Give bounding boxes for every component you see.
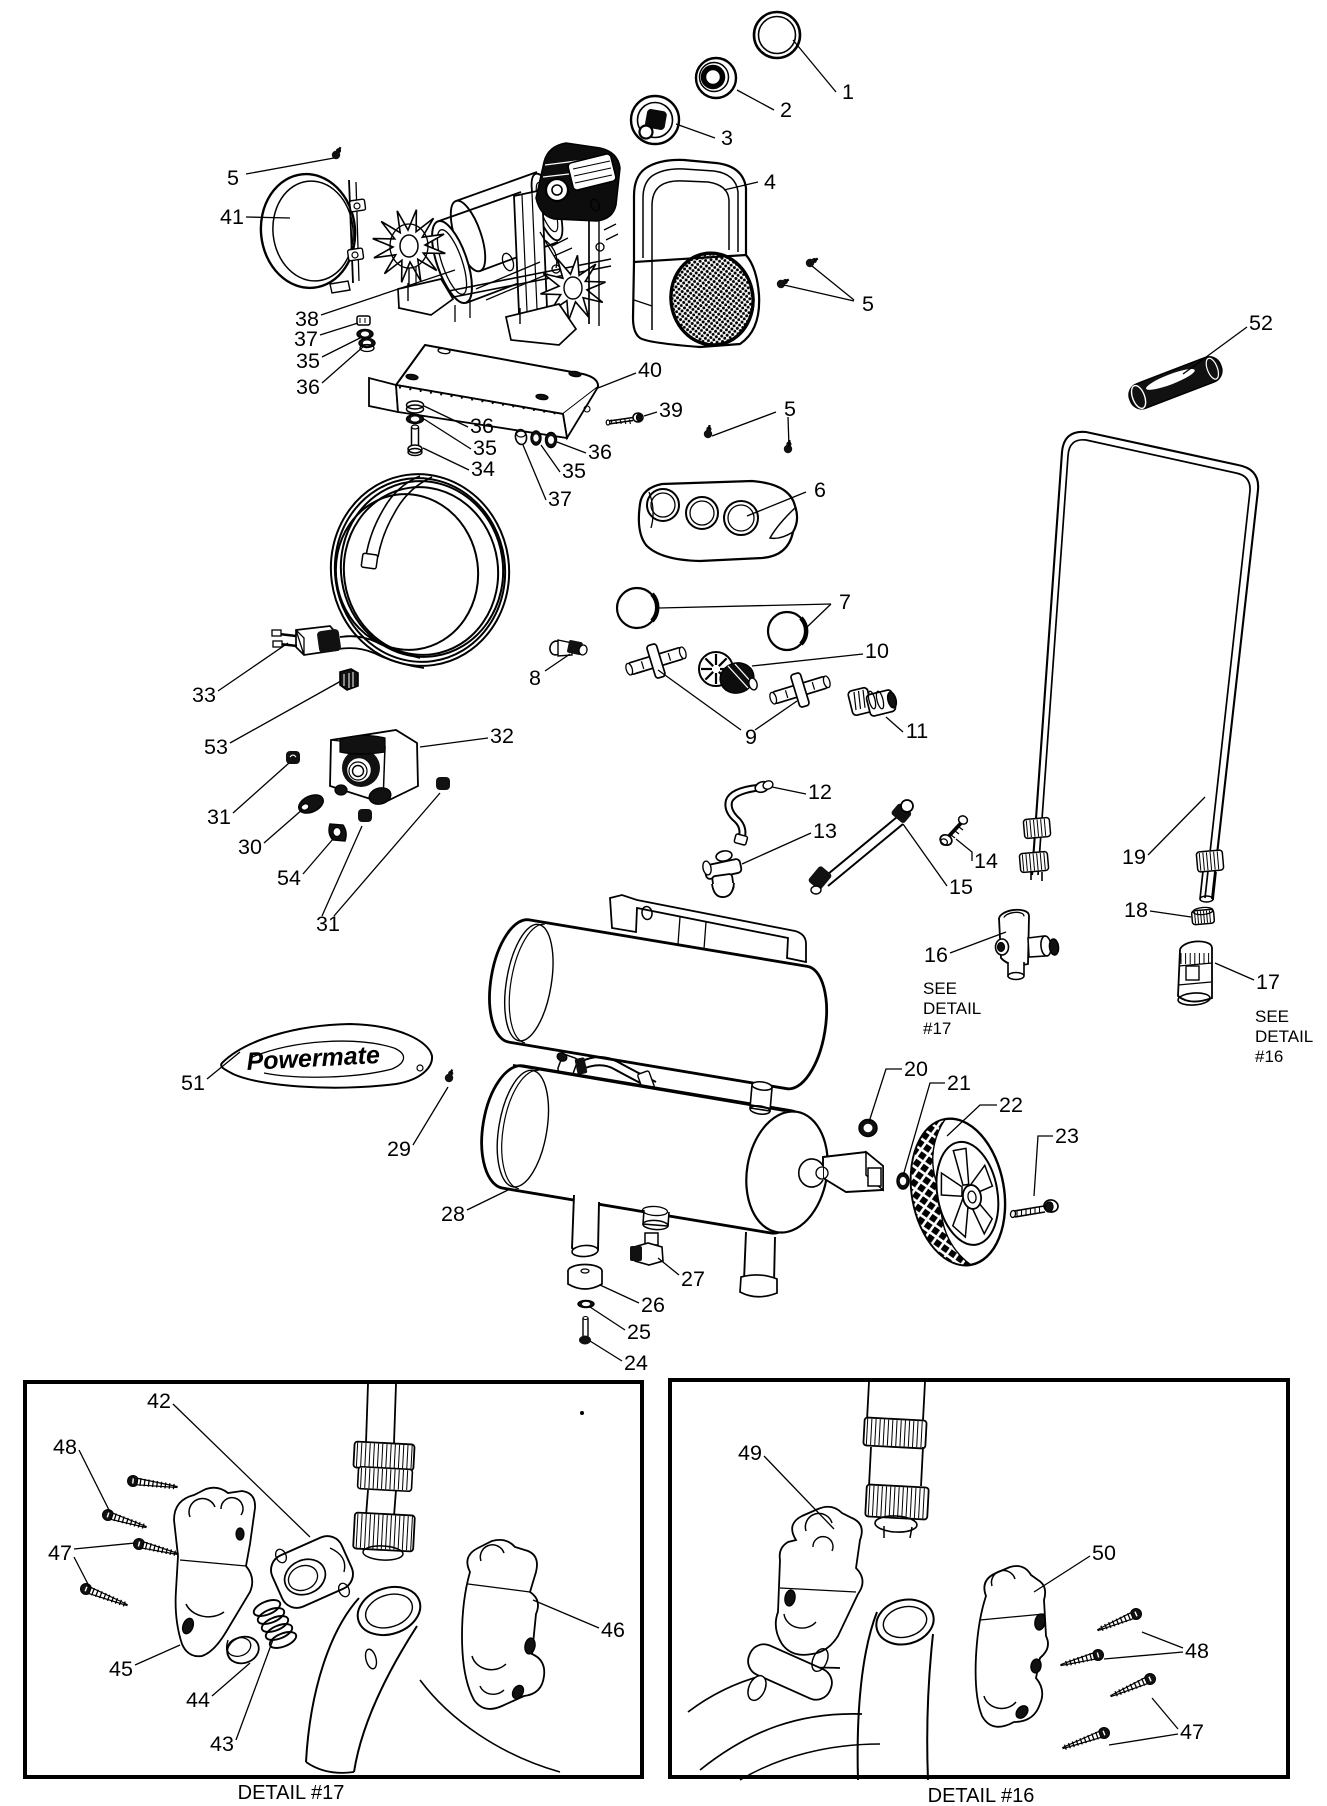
svg-text:SEE: SEE (923, 979, 957, 998)
svg-text:32: 32 (490, 724, 514, 748)
svg-text:37: 37 (548, 487, 572, 511)
svg-text:19: 19 (1122, 845, 1146, 869)
svg-text:DETAIL #17: DETAIL #17 (238, 1782, 345, 1804)
svg-text:50: 50 (1092, 1541, 1116, 1565)
svg-text:DETAIL #16: DETAIL #16 (928, 1785, 1035, 1806)
svg-text:5: 5 (227, 166, 239, 190)
svg-text:8: 8 (529, 666, 541, 690)
svg-text:35: 35 (562, 459, 586, 483)
svg-text:42: 42 (147, 1389, 171, 1413)
svg-text:26: 26 (641, 1293, 665, 1317)
svg-text:51: 51 (181, 1071, 205, 1095)
svg-text:52: 52 (1249, 311, 1273, 335)
svg-text:48: 48 (53, 1435, 77, 1459)
svg-text:20: 20 (904, 1057, 928, 1081)
svg-text:54: 54 (277, 866, 301, 890)
svg-text:36: 36 (588, 440, 612, 464)
svg-text:34: 34 (471, 457, 495, 481)
svg-text:10: 10 (865, 639, 889, 663)
svg-text:13: 13 (813, 819, 837, 843)
svg-text:28: 28 (441, 1202, 465, 1226)
svg-text:5: 5 (862, 292, 874, 316)
svg-text:24: 24 (624, 1351, 648, 1375)
svg-text:DETAIL: DETAIL (1255, 1027, 1313, 1046)
svg-text:49: 49 (738, 1441, 762, 1465)
svg-text:35: 35 (296, 349, 320, 373)
svg-text:SEE: SEE (1255, 1007, 1289, 1026)
svg-text:29: 29 (387, 1137, 411, 1161)
svg-text:2: 2 (780, 98, 792, 122)
svg-text:DETAIL: DETAIL (923, 999, 981, 1018)
svg-text:#16: #16 (1255, 1047, 1283, 1066)
svg-text:14: 14 (974, 849, 998, 873)
svg-text:6: 6 (814, 478, 826, 502)
svg-text:1: 1 (842, 80, 854, 104)
svg-text:17: 17 (1256, 970, 1280, 994)
svg-text:41: 41 (220, 205, 244, 229)
svg-text:30: 30 (238, 835, 262, 859)
svg-text:36: 36 (296, 375, 320, 399)
svg-text:37: 37 (294, 327, 318, 351)
svg-text:4: 4 (764, 170, 776, 194)
svg-text:9: 9 (745, 725, 757, 749)
svg-text:31: 31 (316, 912, 340, 936)
svg-text:23: 23 (1055, 1124, 1079, 1148)
svg-text:47: 47 (48, 1541, 72, 1565)
svg-text:15: 15 (949, 875, 973, 899)
svg-text:35: 35 (473, 436, 497, 460)
svg-text:53: 53 (204, 735, 228, 759)
svg-text:25: 25 (627, 1320, 651, 1344)
svg-text:48: 48 (1185, 1639, 1209, 1663)
svg-text:38: 38 (295, 307, 319, 331)
svg-text:Powermate: Powermate (246, 1041, 381, 1076)
svg-text:5: 5 (784, 397, 796, 421)
svg-text:45: 45 (109, 1657, 133, 1681)
svg-text:47: 47 (1180, 1720, 1204, 1744)
svg-text:21: 21 (947, 1071, 971, 1095)
svg-text:16: 16 (924, 943, 948, 967)
svg-text:22: 22 (999, 1093, 1023, 1117)
svg-text:3: 3 (721, 126, 733, 150)
svg-text:18: 18 (1124, 898, 1148, 922)
svg-text:44: 44 (186, 1688, 210, 1712)
svg-text:39: 39 (659, 398, 683, 422)
svg-text:7: 7 (839, 590, 851, 614)
svg-text:11: 11 (906, 719, 928, 743)
svg-text:36: 36 (470, 414, 494, 438)
svg-text:40: 40 (638, 358, 662, 382)
svg-text:33: 33 (192, 683, 216, 707)
svg-text:#17: #17 (923, 1019, 951, 1038)
svg-text:31: 31 (207, 805, 231, 829)
svg-text:27: 27 (681, 1267, 705, 1291)
svg-text:12: 12 (808, 780, 832, 804)
svg-text:46: 46 (601, 1618, 625, 1642)
svg-text:43: 43 (210, 1732, 234, 1756)
